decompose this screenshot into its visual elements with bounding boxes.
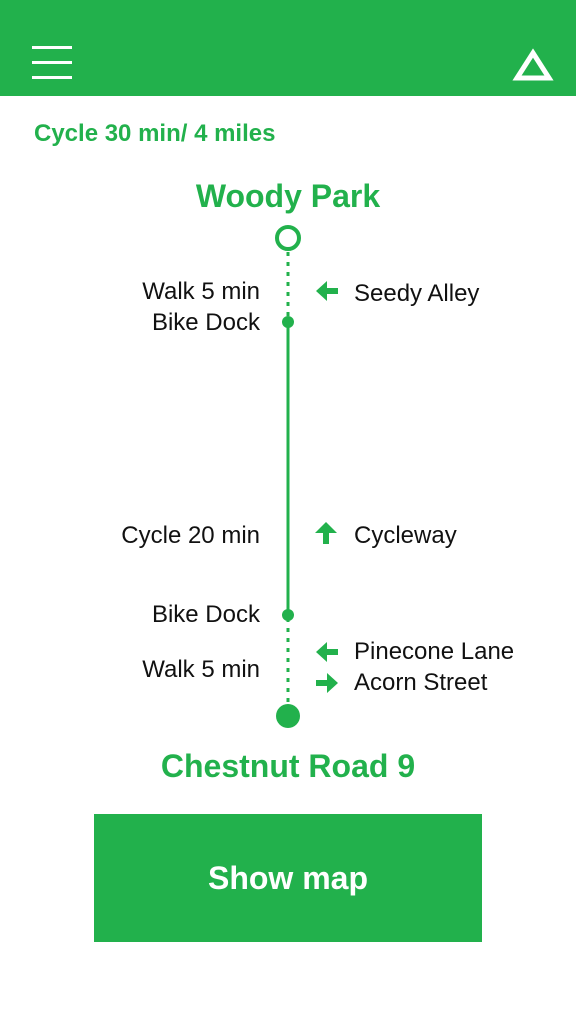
direction-cycleway: Cycleway	[354, 522, 457, 549]
dock-end-dot	[282, 609, 294, 621]
triangle-logo-icon[interactable]	[512, 48, 554, 84]
origin-title: Woody Park	[195, 178, 381, 214]
walk-start-label: Walk 5 min	[142, 278, 260, 305]
straight-arrow-icon	[315, 522, 337, 544]
direction-seedy-alley: Seedy Alley	[354, 280, 480, 307]
destination-title: Chestnut Road 9	[160, 748, 416, 784]
turn-left-arrow-icon	[316, 642, 338, 662]
trip-summary: Cycle 30 min/ 4 miles	[34, 120, 276, 147]
dock-start-label: Bike Dock	[151, 309, 260, 336]
hamburger-menu-icon[interactable]	[26, 40, 78, 84]
cycle-label: Cycle 20 min	[121, 522, 260, 549]
destination-marker-icon	[276, 704, 300, 728]
direction-pinecone-lane: Pinecone Lane	[354, 638, 515, 665]
dock-end-label: Bike Dock	[151, 601, 260, 628]
turn-right-arrow-icon	[316, 673, 338, 693]
walk-end-label: Walk 5 min	[142, 656, 260, 683]
origin-marker-icon	[275, 225, 301, 251]
turn-left-arrow-icon	[316, 281, 338, 301]
app-bar	[0, 0, 576, 96]
show-map-button[interactable]: Show map	[94, 814, 482, 942]
dock-start-dot	[282, 316, 294, 328]
direction-acorn-street: Acorn Street	[354, 669, 488, 696]
